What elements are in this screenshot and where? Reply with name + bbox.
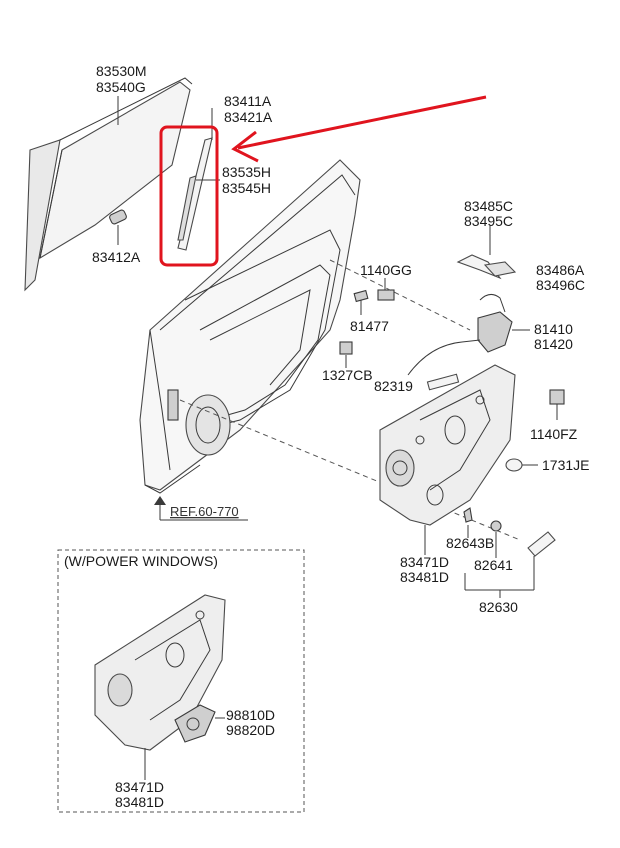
label-1327cb: 1327CB xyxy=(322,367,373,383)
label-inset-83471d: 83471D xyxy=(115,779,164,795)
label-inset-title: (W/POWER WINDOWS) xyxy=(64,553,218,569)
ref-arrow xyxy=(154,496,248,521)
label-1140gg: 1140GG xyxy=(360,262,412,278)
label-83471d: 83471D xyxy=(400,554,449,570)
label-81410: 81410 xyxy=(534,321,573,337)
window-motor xyxy=(174,704,216,743)
screw-81477-part xyxy=(353,289,369,315)
label-82643b: 82643B xyxy=(446,535,494,551)
highlight-box xyxy=(159,125,219,267)
label-83481d: 83481D xyxy=(400,569,449,585)
label-82630: 82630 xyxy=(479,599,518,615)
label-83530m: 83530M xyxy=(96,63,147,79)
glass-clip xyxy=(109,209,127,225)
label-83496c: 83496C xyxy=(536,277,585,293)
label-83411a: 83411A xyxy=(224,93,272,109)
nut-1327cb-part xyxy=(339,341,353,368)
label-82319: 82319 xyxy=(374,378,413,394)
label-81420: 81420 xyxy=(534,336,573,352)
inner-panel xyxy=(379,364,516,526)
label-98810d: 98810D xyxy=(226,707,275,723)
label-83545h: 83545H xyxy=(222,180,271,196)
striker-bracket xyxy=(456,254,517,280)
label-83540g: 83540G xyxy=(96,79,146,95)
label-83495c: 83495C xyxy=(464,213,513,229)
label-98820d: 98820D xyxy=(226,722,275,738)
bolt-1140fz-part xyxy=(549,389,565,420)
door-glass xyxy=(24,77,193,292)
inset-frame xyxy=(57,549,305,813)
handle-82630-part xyxy=(527,531,556,557)
label-82641: 82641 xyxy=(474,557,513,573)
plug-1731je-part xyxy=(505,458,538,472)
label-83421a: 83421A xyxy=(224,109,273,125)
label-1731je: 1731JE xyxy=(542,457,589,473)
handle-82641-part xyxy=(490,520,502,532)
door-shell xyxy=(139,159,361,494)
label-81477: 81477 xyxy=(350,318,389,334)
label-1140fz: 1140FZ xyxy=(530,426,578,442)
label-83486a: 83486A xyxy=(536,262,585,278)
label-83412a: 83412A xyxy=(92,249,141,265)
label-ref: REF.60-770 xyxy=(170,504,239,519)
handle-82643b-part xyxy=(463,507,473,523)
label-inset-83481d: 83481D xyxy=(115,794,164,810)
door-latch xyxy=(477,294,513,353)
label-83535h: 83535H xyxy=(222,164,271,180)
highlight-arrow xyxy=(231,95,487,163)
glass-run-channel xyxy=(177,137,213,251)
bolt-1140gg-part xyxy=(377,278,395,301)
label-83485c: 83485C xyxy=(464,198,513,214)
